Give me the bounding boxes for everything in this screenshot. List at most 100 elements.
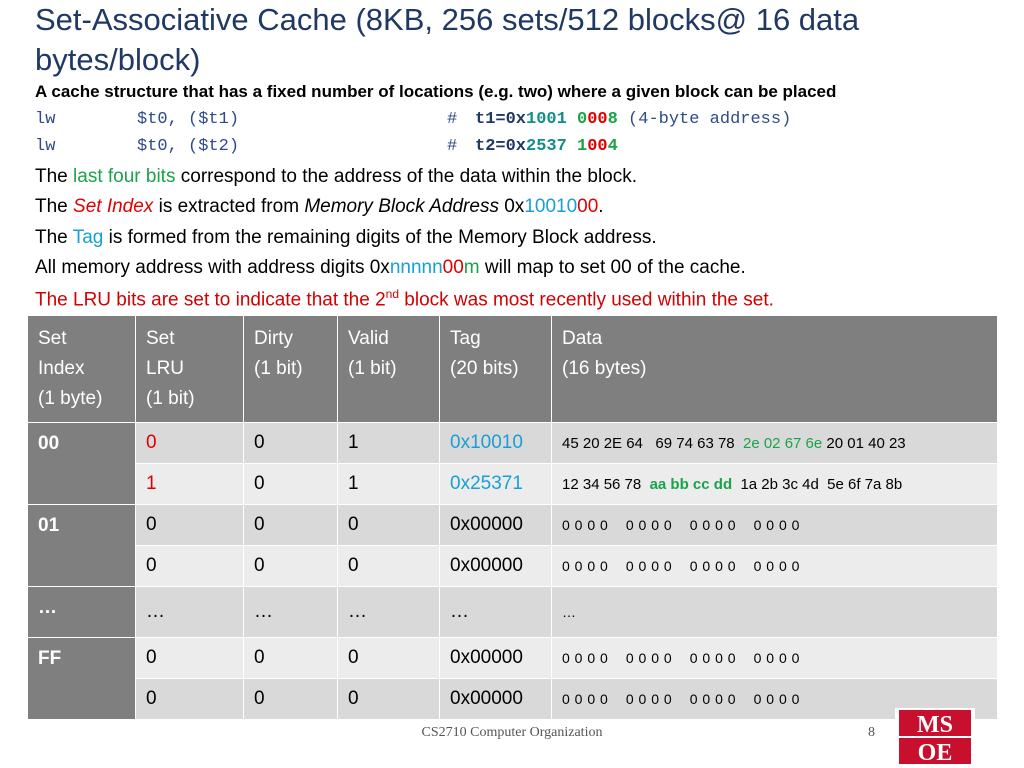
set-index-cell: FF: [27, 637, 136, 720]
tag-cell: 0x00000: [439, 678, 552, 720]
header-valid: Valid(1 bit): [337, 315, 440, 423]
code-idx-b: 00: [587, 110, 608, 129]
svg-text:MS: MS: [917, 712, 953, 738]
tag-cell: …: [439, 586, 552, 638]
dirty-cell: 0: [243, 637, 338, 679]
dirty-cell: 0: [243, 463, 338, 505]
table-row: 01 0 0 0 0x00000 0 0 0 0 0 0 0 0 0 0 0 0…: [27, 504, 998, 587]
address-offset-digit: m: [463, 257, 480, 278]
valid-cell: 0: [337, 504, 440, 546]
text: The LRU bits are set to indicate that th…: [35, 289, 386, 311]
data-cell: 0 0 0 0 0 0 0 0 0 0 0 0 0 0 0 0: [551, 637, 998, 679]
dirty-cell: 0: [243, 678, 338, 720]
valid-cell: …: [337, 586, 440, 638]
lru-cell: 0: [135, 678, 244, 720]
dirty-cell: 0: [243, 422, 338, 464]
valid-cell: 0: [337, 637, 440, 679]
lru-cell: …: [135, 586, 244, 638]
code-line-2: lw$t0, ($t2)#t2=0x2537 1004: [35, 137, 618, 156]
code-args: $t0, ($t2): [137, 137, 240, 156]
table-row: 1 0 1 0x25371 12 34 56 78 aa bb cc dd 1a…: [28, 463, 998, 505]
text: The: [35, 227, 73, 248]
address-tag-part: 10010: [524, 196, 578, 217]
data-cell: 0 0 0 0 0 0 0 0 0 0 0 0 0 0 0 0: [551, 678, 998, 720]
text-line-1: The last four bits correspond to the add…: [35, 166, 637, 188]
code-line-1: lw $t0, ($t1) # t1=0x1001 0008 (4-byte addr…: [35, 110, 791, 129]
set-index-cell: …: [27, 586, 136, 638]
text: is formed from the remaining digits of t…: [103, 227, 657, 248]
highlight-last-four-bits: last four bits: [73, 166, 176, 187]
text: 0x: [498, 196, 525, 217]
dirty-cell: …: [243, 586, 338, 638]
text-line-3: The Tag is formed from the remaining dig…: [35, 227, 657, 249]
msoe-logo-icon: MS OE: [895, 708, 975, 766]
code-space: [567, 137, 577, 156]
slide-title: Set-Associative Cache (8KB, 256 sets/512…: [35, 2, 860, 77]
slide-subtitle: A cache structure that has a fixed numbe…: [35, 82, 837, 101]
tag-cell: 0x00000: [439, 504, 552, 546]
tag-cell: 0x10010: [439, 422, 552, 464]
table-row: … … … … … …: [27, 586, 998, 638]
table-row: 0 0 0 0x00000 0 0 0 0 0 0 0 0 0 0 0 0 0 …: [28, 678, 998, 720]
lru-cell: 1: [135, 463, 244, 505]
header-data: Data(16 bytes): [551, 315, 998, 423]
set-index-cell: 01: [27, 504, 136, 587]
code-op: lw: [35, 137, 56, 156]
code-hash: #: [447, 137, 458, 156]
valid-cell: 1: [337, 422, 440, 464]
code-idx-c: 4: [607, 137, 618, 156]
dirty-cell: 0: [243, 545, 338, 587]
valid-cell: 1: [337, 463, 440, 505]
highlight-set-index: Set Index: [73, 196, 154, 217]
text-line-4: All memory address with address digits 0…: [35, 257, 746, 279]
lru-cell: 0: [135, 422, 244, 464]
text: All memory address with address digits 0…: [35, 257, 390, 278]
code-comment: (4-byte address): [628, 110, 792, 129]
text: The: [35, 196, 74, 217]
code-args: $t0, ($t1): [137, 110, 240, 129]
code-idx-a: 0: [577, 110, 588, 129]
set-index-cell: 00: [27, 422, 136, 505]
lru-cell: 0: [135, 504, 244, 546]
code-idx-c: 8: [607, 110, 618, 129]
page-number: 8: [868, 725, 875, 740]
data-cell: 45 20 2E 64 69 74 63 78 2e 02 67 6e 20 0…: [551, 422, 998, 464]
address-index-part: 00: [577, 196, 599, 217]
table-row: 0 0 0 0x00000 0 0 0 0 0 0 0 0 0 0 0 0 0 …: [28, 545, 998, 587]
code-idx-a: 1: [577, 137, 588, 156]
footer-course: CS2710 Computer Organization: [421, 725, 603, 740]
address-index-digits: 00: [442, 257, 464, 278]
superscript: nd: [385, 287, 399, 301]
lru-cell: 0: [135, 545, 244, 587]
data-cell: 12 34 56 78 aa bb cc dd 1a 2b 3c 4d 5e 6…: [551, 463, 998, 505]
tag-cell: 0x00000: [439, 637, 552, 679]
code-space: [567, 110, 577, 129]
header-dirty: Dirty(1 bit): [243, 315, 338, 423]
code-idx-b: 00: [587, 137, 608, 156]
code-op: lw: [35, 110, 56, 129]
text-line-5: The LRU bits are set to indicate that th…: [35, 287, 774, 311]
valid-cell: 0: [337, 678, 440, 720]
code-tag: 1001: [526, 110, 567, 129]
dirty-cell: 0: [243, 504, 338, 546]
text: correspond to the address of the data wi…: [175, 166, 638, 187]
address-tag-digits: nnnnn: [389, 257, 443, 278]
memory-block-address: Memory Block Address: [304, 196, 499, 217]
code-reg: t1=0x: [475, 110, 527, 129]
code-hash: #: [447, 110, 458, 129]
text: .: [598, 196, 604, 217]
code-tag: 2537: [526, 137, 567, 156]
lru-cell: 0: [135, 637, 244, 679]
text: is extracted from: [153, 196, 305, 217]
text: The: [35, 166, 74, 187]
header-tag: Tag(20 bits): [439, 315, 552, 423]
table-row: 00 0 0 1 0x10010 45 20 2E 64 69 74 63 78…: [27, 422, 998, 505]
data-cell: 0 0 0 0 0 0 0 0 0 0 0 0 0 0 0 0: [551, 504, 998, 546]
valid-cell: 0: [337, 545, 440, 587]
svg-text:OE: OE: [918, 740, 953, 766]
text: will map to set 00 of the cache.: [479, 257, 746, 278]
